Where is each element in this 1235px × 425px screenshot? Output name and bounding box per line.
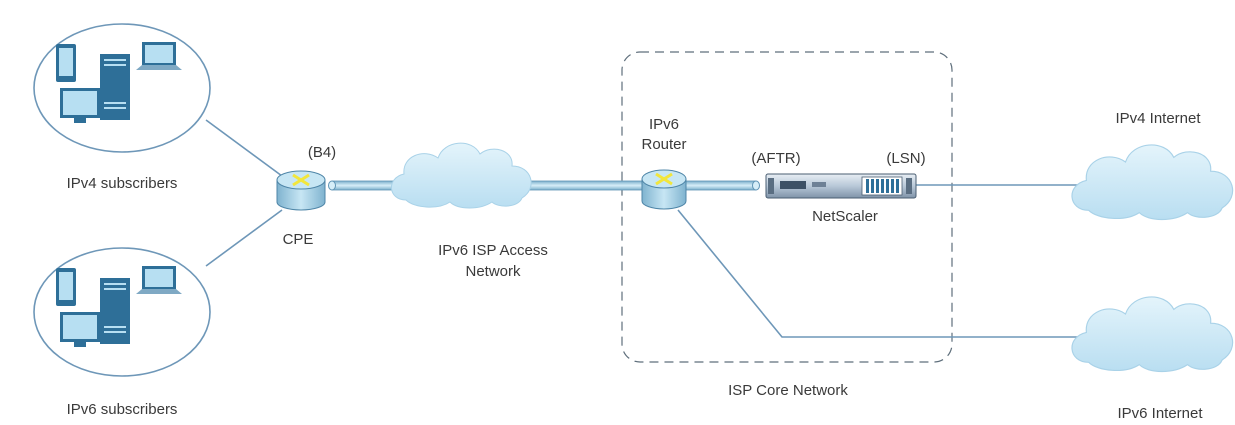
core-network-label: ISP Core Network	[728, 382, 848, 399]
link-router-ipv6-internet	[677, 209, 1085, 338]
ipv6-subscribers-group	[33, 247, 211, 377]
b4-label: (B4)	[308, 144, 336, 161]
core-network-boundary	[621, 51, 953, 363]
lsn-label: (LSN)	[886, 150, 925, 167]
access-network-label-line1: IPv6 ISP Access	[438, 242, 548, 259]
ipv4-subscribers-group	[33, 23, 211, 153]
access-network-cloud	[390, 142, 532, 209]
ipv6-tunnel	[328, 180, 760, 191]
ipv4-internet-label: IPv4 Internet	[1115, 110, 1201, 127]
aftr-label: (AFTR)	[751, 150, 800, 167]
ipv6-router-icon	[641, 169, 687, 210]
ipv6-subscribers-label: IPv6 subscribers	[67, 401, 178, 418]
router-label-line1: IPv6	[649, 116, 679, 133]
netscaler-appliance-icon	[765, 173, 917, 199]
netscaler-label: NetScaler	[812, 208, 878, 225]
ipv6-internet-label: IPv6 Internet	[1117, 405, 1203, 422]
cpe-label: CPE	[283, 231, 314, 248]
ipv6-internet-cloud	[1071, 296, 1234, 373]
cpe-router-icon	[276, 170, 326, 211]
router-label-line2: Router	[641, 136, 686, 153]
link-ipv6-subscribers-cpe	[205, 209, 283, 267]
access-network-label-line2: Network	[465, 263, 521, 280]
link-ipv4-subscribers-cpe	[205, 119, 283, 177]
ipv4-subscribers-label: IPv4 subscribers	[67, 175, 178, 192]
ipv4-internet-cloud	[1071, 144, 1234, 221]
